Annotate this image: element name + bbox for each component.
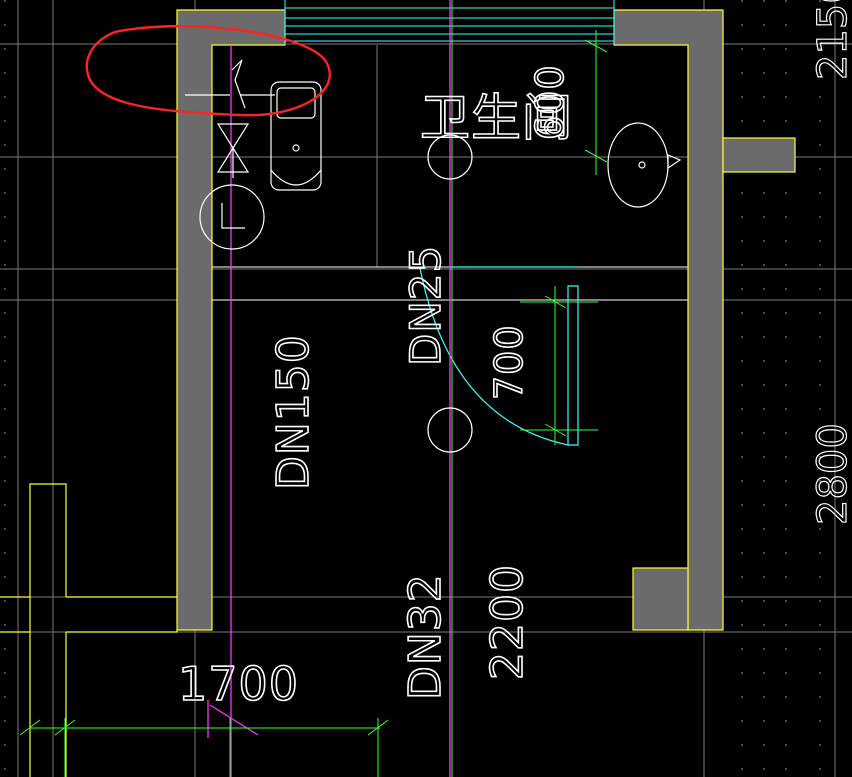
room-label-group: 卫生间 xyxy=(419,88,573,148)
dim-room-length: 2200 xyxy=(482,564,533,680)
column-bottom-right xyxy=(632,567,689,631)
pipe-label-upper: DN25 xyxy=(401,245,450,366)
wall-stub-right xyxy=(722,137,796,173)
left-structure-outline xyxy=(0,483,178,777)
floor-drain-icon xyxy=(427,134,473,180)
markup-inner-lines xyxy=(185,59,275,109)
markup-ellipse xyxy=(85,25,331,117)
door-swing-arc xyxy=(419,267,569,446)
dim-room-width: 1700 xyxy=(178,657,299,711)
washbasin-icon xyxy=(607,122,682,208)
toilet-icon xyxy=(270,81,322,191)
dim-door-width: 700 xyxy=(487,324,531,400)
meter-icon xyxy=(199,184,265,250)
pipe-bend xyxy=(207,700,259,738)
dim-right-mid: 2800 xyxy=(810,423,852,525)
dimension-lines xyxy=(19,0,608,777)
room-label: 卫生间 xyxy=(420,89,573,147)
pipe-label-lower: DN32 xyxy=(400,573,451,700)
floor-drain-lower-icon xyxy=(427,407,473,453)
dim-fixture-width: 600 xyxy=(528,64,572,140)
valve-icon xyxy=(216,123,250,178)
door-leaf xyxy=(567,285,579,446)
door xyxy=(419,266,579,446)
dim-right-top: 2150 xyxy=(810,0,852,80)
pipe-label-main: DN150 xyxy=(268,334,319,490)
water-pipes xyxy=(207,0,451,777)
fixtures xyxy=(199,81,682,453)
